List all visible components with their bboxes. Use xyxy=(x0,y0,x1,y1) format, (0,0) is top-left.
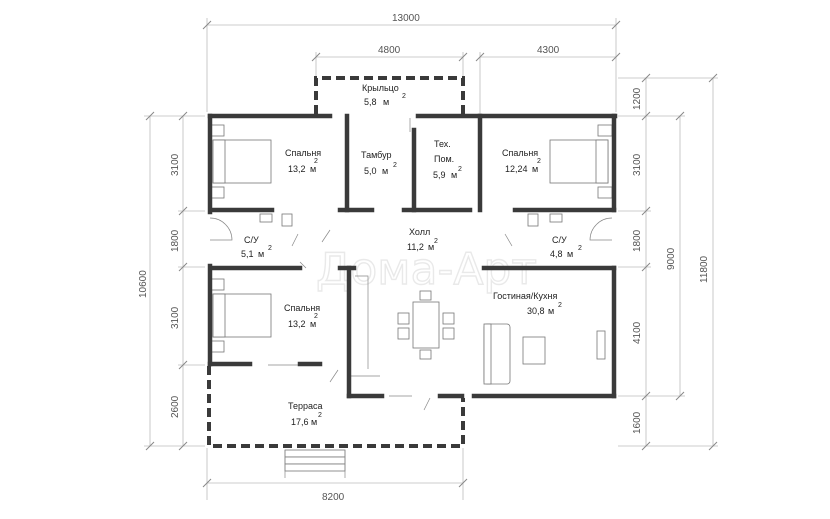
room-porch-name: Крыльцо xyxy=(362,83,399,93)
room-bedroom-2-area: 12,24 xyxy=(505,164,528,174)
room-bedroom-1-name: Спальня xyxy=(285,148,321,158)
dashed-outlines xyxy=(207,76,465,448)
room-living-area: 30,8 xyxy=(527,306,545,316)
room-hall-name: Холл xyxy=(409,227,430,237)
room-tech: Тех. Пом. 2 5,9 м xyxy=(433,139,462,180)
room-bedroom-1-area: 13,2 xyxy=(288,164,306,174)
room-bedroom-1-sup: 2 xyxy=(314,158,318,165)
room-tech-sup: 2 xyxy=(458,166,462,173)
room-tech-name-2: Пом. xyxy=(434,154,454,164)
room-bath-2: С/У 2 4,8 м xyxy=(550,235,582,259)
room-tech-area: 5,9 xyxy=(433,170,446,180)
room-bedroom-3: Спальня 2 13,2 м xyxy=(284,303,320,329)
room-tech-name-1: Тех. xyxy=(434,139,451,149)
dim-left-1: 3100 xyxy=(170,153,181,176)
dim-left-total: 10600 xyxy=(138,270,149,298)
dim-top-porch: 4800 xyxy=(378,45,401,56)
room-tambur-unit: м xyxy=(382,166,388,176)
room-bath-1: С/У 2 5,1 м xyxy=(241,235,272,259)
room-bedroom-1-unit: м xyxy=(310,164,316,174)
room-bedroom-3-sup: 2 xyxy=(314,313,318,320)
room-tech-unit: м xyxy=(451,170,457,180)
room-bath-1-unit: м xyxy=(258,249,264,259)
dim-top-total: 13000 xyxy=(392,13,420,24)
room-living: Гостиная/Кухня 2 30,8 м xyxy=(493,291,562,316)
room-bedroom-3-name: Спальня xyxy=(284,303,320,313)
dim-right-5: 1600 xyxy=(632,411,643,434)
room-terrace: Терраса 2 17,6 м xyxy=(288,401,323,427)
dim-right-1: 1200 xyxy=(632,87,643,110)
dim-top-right: 4300 xyxy=(537,45,560,56)
dim-left-2: 1800 xyxy=(170,229,181,252)
room-tambur: Тамбур 2 5,0 м xyxy=(361,150,397,176)
room-tambur-name: Тамбур xyxy=(361,150,392,160)
room-tambur-sup: 2 xyxy=(393,162,397,169)
room-bath-1-area: 5,1 xyxy=(241,249,254,259)
room-bath-1-sup: 2 xyxy=(268,245,272,252)
room-bedroom-2: Спальня 2 12,24 м xyxy=(502,148,541,174)
room-hall-area: 11,2 xyxy=(407,242,424,252)
room-living-unit: м xyxy=(548,306,554,316)
room-porch: Крыльцо 2 5,8 м xyxy=(362,83,406,107)
walls xyxy=(207,113,618,399)
room-hall: Холл 2 11,2 м xyxy=(407,227,438,252)
dim-right-4: 4100 xyxy=(632,321,643,344)
dim-right-3: 1800 xyxy=(632,229,643,252)
room-bedroom-2-sup: 2 xyxy=(537,158,541,165)
room-bath-2-unit: м xyxy=(567,249,573,259)
dim-right-inner-sum: 9000 xyxy=(666,247,677,270)
room-bath-2-name: С/У xyxy=(552,235,567,245)
room-terrace-name: Терраса xyxy=(288,401,323,411)
room-bath-2-area: 4,8 xyxy=(550,249,563,259)
room-porch-unit: м xyxy=(383,97,389,107)
room-living-name: Гостиная/Кухня xyxy=(493,291,557,301)
room-hall-unit: м xyxy=(428,242,434,252)
dim-left-3: 3100 xyxy=(170,306,181,329)
room-porch-sup: 2 xyxy=(402,93,406,100)
room-bath-1-name: С/У xyxy=(244,235,259,245)
room-bath-2-sup: 2 xyxy=(578,245,582,252)
room-tambur-area: 5,0 xyxy=(364,166,377,176)
room-terrace-unit: м xyxy=(311,417,317,427)
room-bedroom-2-unit: м xyxy=(532,164,538,174)
dim-right-outer-sum: 11800 xyxy=(699,255,710,283)
dim-left-4: 2600 xyxy=(170,395,181,418)
room-terrace-sup: 2 xyxy=(318,412,322,419)
furniture xyxy=(209,118,613,478)
room-bedroom-2-name: Спальня xyxy=(502,148,538,158)
dim-bottom-terrace: 8200 xyxy=(322,492,345,503)
room-terrace-area: 17,6 xyxy=(291,417,309,427)
dimension-lines xyxy=(144,18,718,500)
room-porch-area: 5,8 xyxy=(364,97,377,107)
dim-right-2: 3100 xyxy=(632,153,643,176)
room-bedroom-3-unit: м xyxy=(310,319,316,329)
room-hall-sup: 2 xyxy=(434,238,438,245)
room-living-sup: 2 xyxy=(558,302,562,309)
room-bedroom-3-area: 13,2 xyxy=(288,319,306,329)
room-bedroom-1: Спальня 2 13,2 м xyxy=(285,148,321,174)
